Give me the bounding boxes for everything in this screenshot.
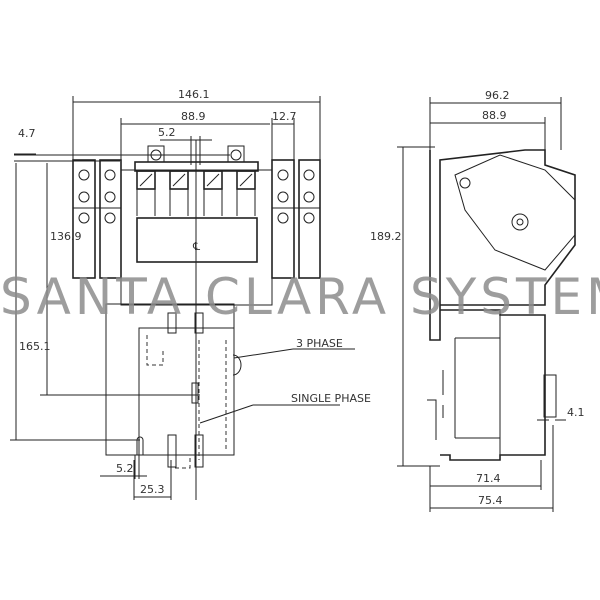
dim-terminal-width: 12.7 bbox=[272, 110, 297, 123]
dim-overall-height: 165.1 bbox=[19, 340, 51, 353]
side-view: 96.2 88.9 189.2 4.1 71.4 75.4 bbox=[370, 89, 585, 512]
dim-top-offset: 5.2 bbox=[158, 126, 176, 139]
dim-overall-width: 146.1 bbox=[178, 88, 210, 101]
overload-relay bbox=[105, 303, 235, 456]
coil-box bbox=[136, 217, 258, 263]
power-terminals bbox=[136, 170, 256, 190]
dim-mount-height: 136.9 bbox=[50, 230, 82, 243]
dim-slot-spacing: 25.3 bbox=[140, 483, 165, 496]
dim-side-body-depth: 88.9 bbox=[482, 109, 507, 122]
dim-total-base-depth: 75.4 bbox=[478, 494, 503, 507]
dim-body-width: 88.9 bbox=[181, 110, 206, 123]
label-three-phase: 3 PHASE bbox=[296, 337, 343, 350]
front-view: 146.1 88.9 12.7 5.2 4.7 136.9 165.1 bbox=[10, 88, 371, 500]
label-single-phase: SINGLE PHASE bbox=[291, 392, 371, 405]
dim-base-depth: 71.4 bbox=[476, 472, 501, 485]
dim-slot-width: 5.2 bbox=[116, 462, 134, 475]
dim-top-margin: 4.7 bbox=[18, 127, 36, 140]
dim-side-height: 189.2 bbox=[370, 230, 402, 243]
dim-side-offset: 4.1 bbox=[567, 406, 585, 419]
watermark: SANTA CLARA SYSTEMS bbox=[0, 268, 600, 326]
dim-side-depth: 96.2 bbox=[485, 89, 510, 102]
